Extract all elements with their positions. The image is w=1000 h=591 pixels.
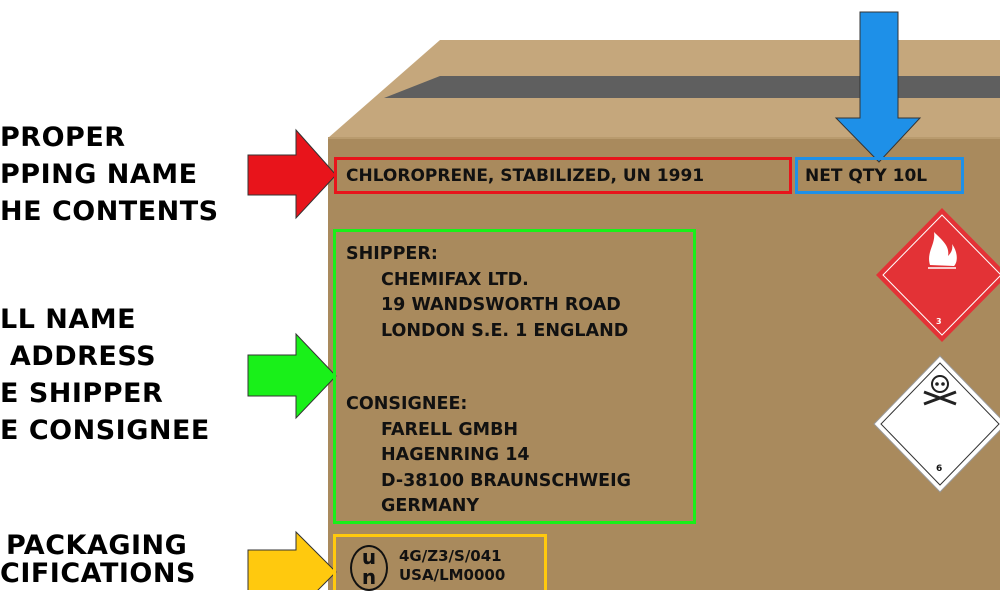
- net-quantity-box: NET QTY 10L: [795, 157, 964, 194]
- blue-arrow-icon: [834, 11, 922, 163]
- proper-shipping-name: CHLOROPRENE, STABILIZED, UN 1991: [346, 166, 705, 186]
- label-shipping-name-line: PROPER: [0, 122, 126, 153]
- flammable-liquid-placard-icon: [876, 208, 1000, 342]
- un-letter: u: [361, 545, 377, 569]
- shipper-line: LONDON S.E. 1 ENGLAND: [381, 320, 629, 341]
- toxic-placard-icon: [873, 355, 1000, 493]
- yellow-arrow-icon: [247, 530, 337, 590]
- box-front-face: [328, 138, 1000, 590]
- flammable-class-number: 3: [936, 317, 942, 326]
- label-name-address-line: E CONSIGNEE: [0, 415, 210, 446]
- packaging-codes: 4G/Z3/S/041 USA/LM0000: [399, 547, 505, 585]
- proper-shipping-name-box: CHLOROPRENE, STABILIZED, UN 1991: [334, 157, 792, 194]
- un-packaging-symbol-icon: u n: [350, 545, 388, 591]
- label-name-address-line: LL NAME: [0, 304, 137, 335]
- net-quantity: NET QTY 10L: [805, 166, 928, 186]
- packing-tape: [384, 76, 1000, 98]
- shipper-line: CHEMIFAX LTD.: [381, 269, 529, 290]
- label-name-address-line: E SHIPPER: [0, 378, 164, 409]
- label-packaging-line: CIFICATIONS: [0, 558, 196, 589]
- shipper-line: 19 WANDSWORTH ROAD: [381, 295, 621, 315]
- consignee-line: GERMANY: [381, 496, 480, 516]
- address-box: SHIPPER: CHEMIFAX LTD. 19 WANDSWORTH ROA…: [333, 229, 696, 524]
- shipper-heading: SHIPPER:: [346, 244, 438, 264]
- toxic-class-number: 6: [936, 464, 943, 474]
- packaging-code: 4G/Z3/S/041: [399, 547, 502, 565]
- consignee-heading: CONSIGNEE:: [346, 394, 468, 414]
- consignee-line: FARELL GMBH: [381, 419, 519, 440]
- green-arrow-icon: [247, 332, 337, 420]
- label-shipping-name-line: PPING NAME: [0, 159, 198, 190]
- consignee-line: HAGENRING 14: [381, 445, 530, 465]
- packaging-code: USA/LM0000: [399, 566, 506, 584]
- consignee-line: D-38100 BRAUNSCHWEIG: [381, 470, 631, 491]
- packaging-spec-box: u n 4G/Z3/S/041 USA/LM0000: [333, 534, 547, 591]
- label-name-address-line: ADDRESS: [0, 341, 157, 372]
- label-shipping-name-line: HE CONTENTS: [0, 196, 219, 227]
- label-packaging-line: PACKAGING: [6, 530, 188, 561]
- red-arrow-icon: [247, 128, 337, 220]
- un-letter: n: [361, 565, 377, 589]
